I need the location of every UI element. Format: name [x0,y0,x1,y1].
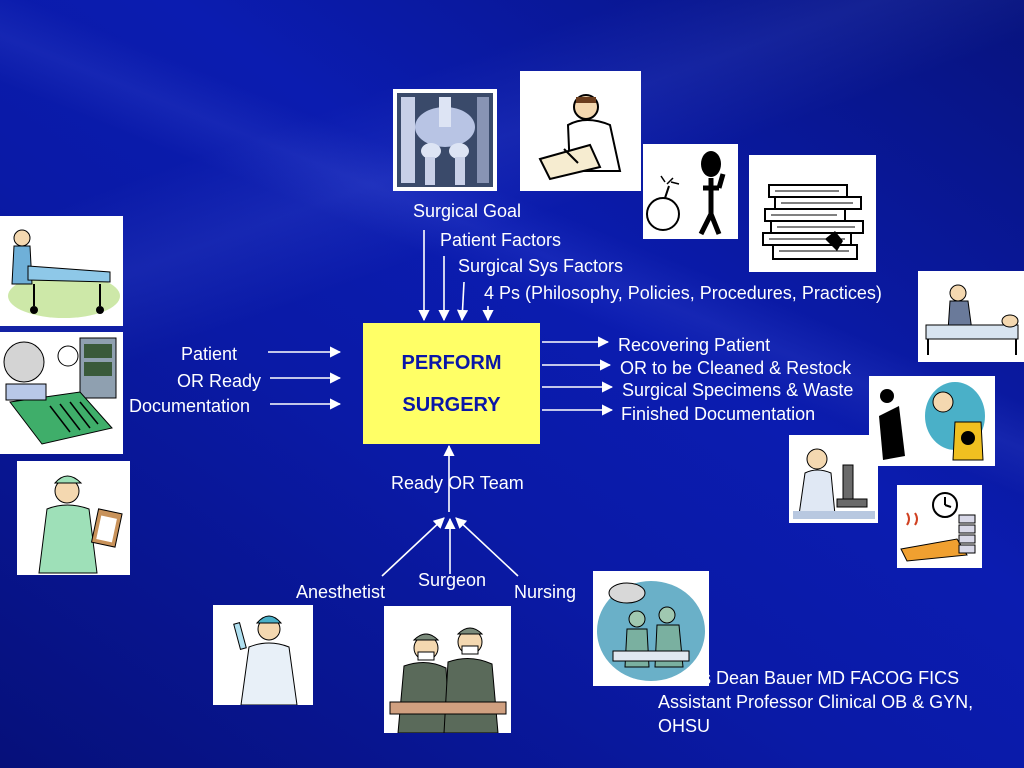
surgeons-operating-clipart [384,606,511,733]
label-patient: Patient [181,344,238,364]
label-nursing: Nursing [514,582,577,602]
doctor-writing-clipart [520,71,641,191]
label-surgical-sys-factors: Surgical Sys Factors [458,256,624,276]
operating-room-team-clipart [593,571,709,686]
credit-line-1: s Dean Bauer MD FACOG FICS [702,668,960,688]
confused-stickman-bomb-clipart [643,144,738,239]
perform-surgery-box: PERFORM SURGERY [363,323,540,444]
label-surgical-goal: Surgical Goal [413,201,522,221]
cleaning-hazard-clipart [869,376,995,466]
xray-pelvis-clipart [393,89,497,191]
label-ready-or-team: Ready OR Team [391,473,524,493]
nurse-clipboard-clipart [17,461,130,575]
box-line-2: SURGERY [402,393,501,416]
label-4ps: 4 Ps (Philosophy, Policies, Procedures, … [484,283,882,303]
arrow-surgical-sys [456,281,469,322]
label-anesthetist: Anesthetist [296,582,386,602]
stack-of-books-clipart [749,155,876,272]
label-recovering-patient: Recovering Patient [618,335,771,355]
author-credit: s Dean Bauer MD FACOG FICS Assistant Pro… [658,666,973,738]
patient-in-bed-clipart [918,271,1024,362]
label-or-cleaned: OR to be Cleaned & Restock [620,358,852,378]
label-surgeon: Surgeon [418,570,487,590]
surgical-instruments-clipart [0,332,123,454]
label-finished-doc: Finished Documentation [621,404,816,424]
label-or-ready: OR Ready [177,371,262,391]
label-documentation: Documentation [129,396,251,416]
arrow-nursing [455,517,519,577]
patient-on-gurney-clipart [0,216,123,326]
clock-papers-clipart [897,485,982,568]
label-patient-factors: Patient Factors [440,230,562,250]
label-specimens: Surgical Specimens & Waste [622,380,854,400]
scientist-test-tube-clipart [213,605,313,705]
credit-line-3: OHSU [658,716,711,736]
box-line-1: PERFORM [401,351,502,374]
scientist-microscope-clipart [789,435,878,523]
arrow-anesthetist [381,517,445,577]
credit-line-2: Assistant Professor Clinical OB & GYN, [658,692,974,712]
